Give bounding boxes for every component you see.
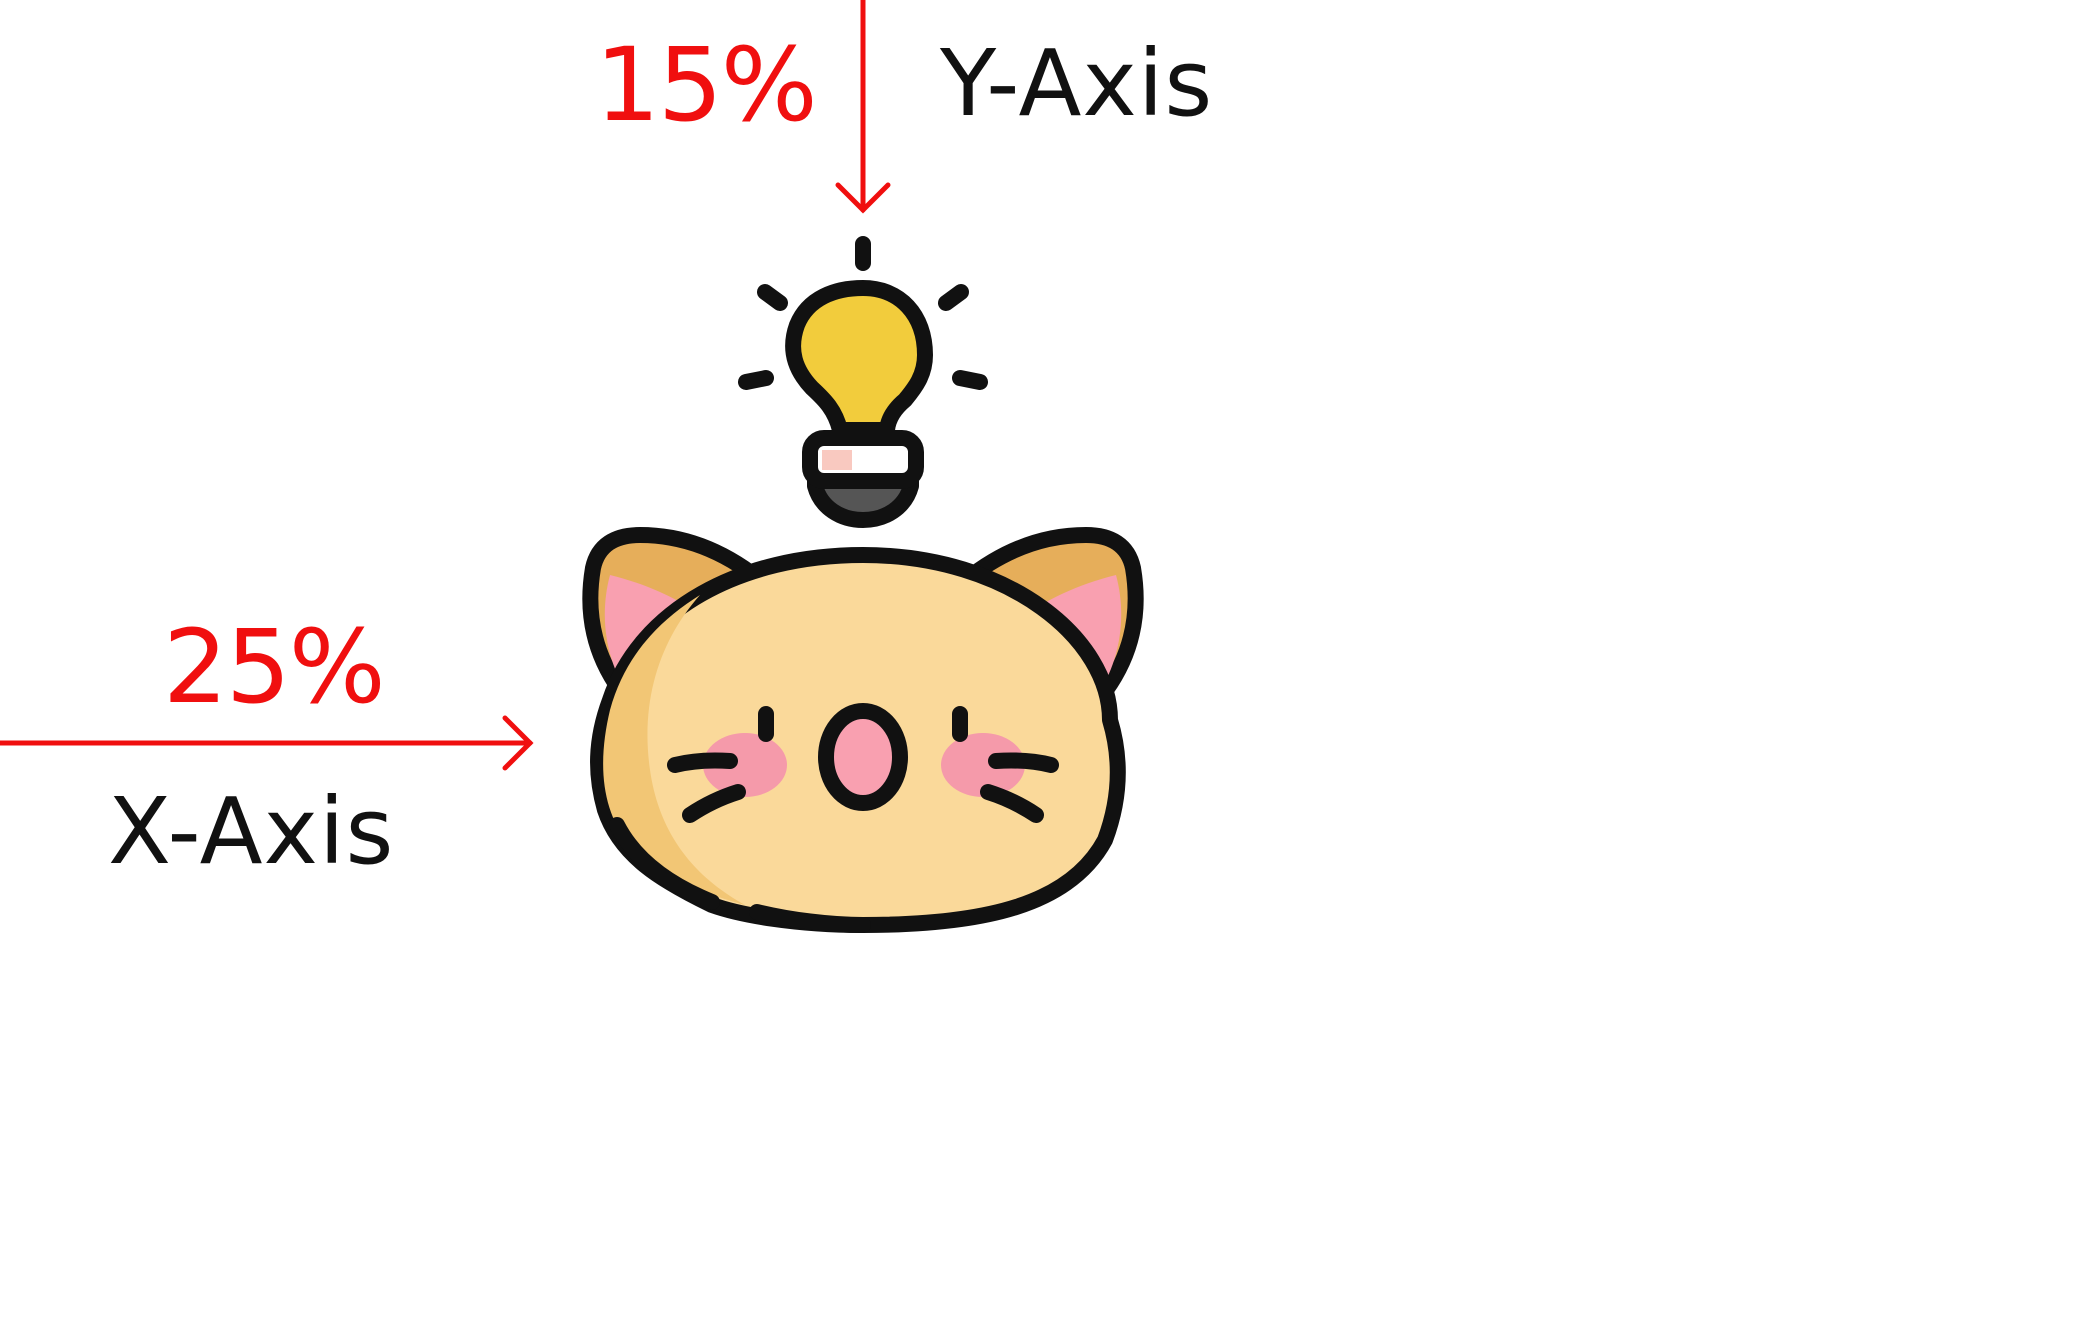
cat-head-icon (582, 527, 1144, 933)
y-axis-arrow (835, 0, 891, 214)
y-axis-percent: 15% (595, 26, 818, 145)
lightbulb-icon (738, 236, 988, 528)
x-axis-label: X-Axis (108, 778, 395, 885)
x-axis-percent: 25% (163, 608, 386, 727)
x-axis-arrow (0, 715, 534, 771)
y-axis-label: Y-Axis (940, 30, 1214, 137)
